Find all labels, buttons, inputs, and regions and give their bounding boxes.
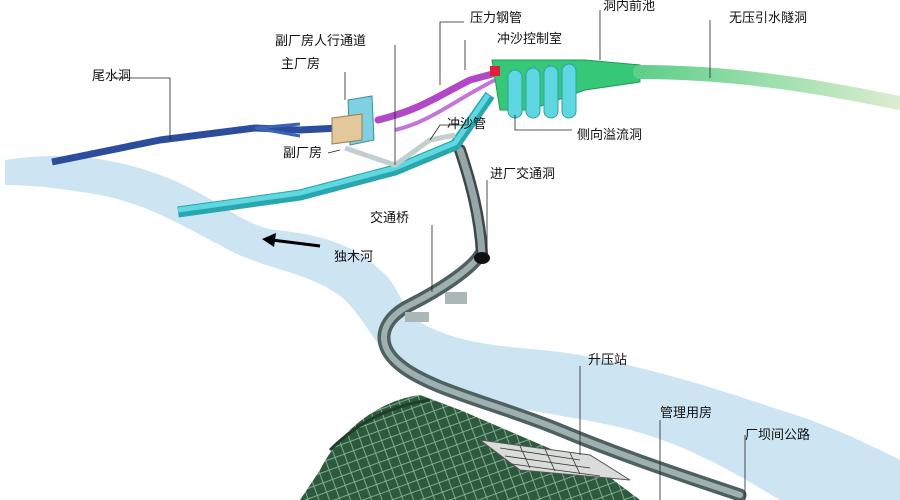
label-free-flow-tunnel: 无压引水隧洞 [729,11,808,26]
pressure-steel-pipe-branch [394,78,496,132]
label-management-house: 管理用房 [660,406,713,421]
tailwater-tunnel-bundle [254,122,301,138]
label-plant-dam-road: 厂坝间公路 [745,428,811,443]
label-aux-powerhouse: 副厂房 [283,146,323,161]
pressure-steel-pipe [374,68,504,124]
traffic-bridge-pier [445,292,467,304]
access-tunnel-portal [474,252,490,264]
label-flush-pipe: 冲沙管 [447,117,487,132]
leader-lines [112,10,746,500]
label-river: 独木河 [334,250,374,265]
left-arrow-icon [262,233,321,248]
side-spillway-tunnel [507,63,577,119]
free-flow-tunnel [633,65,900,110]
label-main-powerhouse: 主厂房 [281,57,321,72]
aux-house-passage [344,132,456,168]
label-pressure-steel-pipe: 压力钢管 [470,11,523,26]
access-tunnel-surface [456,146,486,259]
label-booster-station: 升压站 [588,353,628,368]
label-traffic-bridge: 交通桥 [370,211,410,226]
booster-station-equipment [499,445,601,477]
label-flush-control-room: 冲沙控制室 [497,32,563,47]
flush-pipe [177,91,495,218]
label-side-spillway-tunnel: 侧向溢流洞 [577,128,643,143]
label-tailwater-tunnel: 尾水洞 [92,69,132,84]
label-forebay: 洞内前池 [603,0,656,14]
flush-pipe-highlight [177,93,491,213]
river [5,156,900,500]
traffic-bridge-pier [405,312,429,322]
label-aux-house-passage: 副厂房人行通道 [275,34,367,49]
flush-control-room [490,66,500,76]
hillside-ridge [328,398,431,452]
booster-station-yard [478,439,631,481]
aux-powerhouse [331,113,363,145]
hillside [300,395,640,500]
plant-dam-road-surface [381,252,743,498]
label-access-tunnel: 进厂交通洞 [490,167,556,182]
